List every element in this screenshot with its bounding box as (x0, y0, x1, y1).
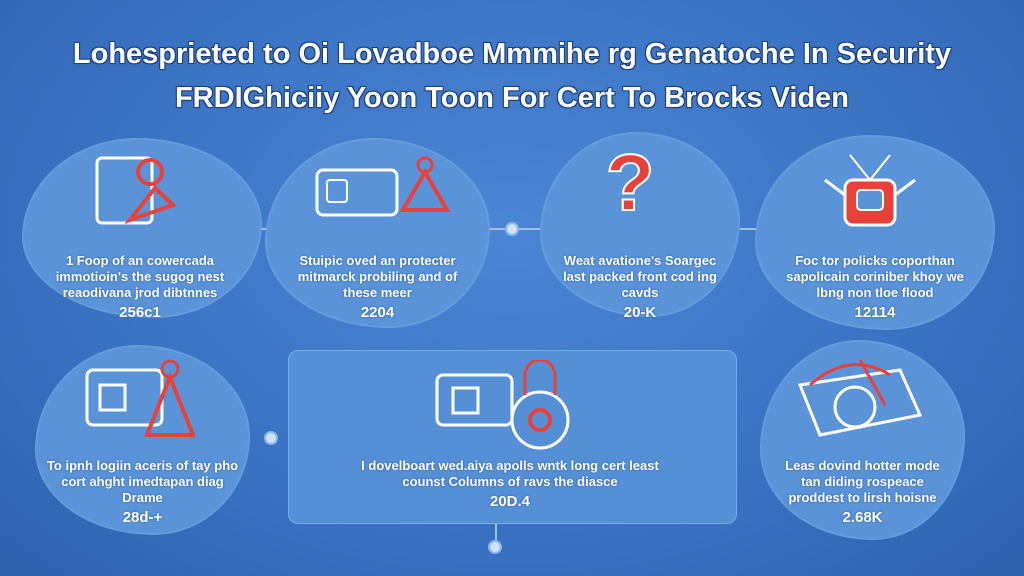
card-4: Foc tor policks coporthan sapolicain cor… (780, 253, 970, 321)
card-7-panel (760, 340, 965, 540)
card-5-value: 28d-+ (122, 509, 163, 526)
card-6-value: 20D.4 (489, 493, 531, 510)
card-3: Weat avatione's Soargec last packed fron… (555, 253, 725, 321)
card-7-value: 2.68K (842, 509, 883, 526)
connector-dot (505, 222, 519, 236)
card-2-value: 2204 (360, 304, 395, 321)
card-5-panel (35, 345, 250, 535)
question-mark-icon: ? (605, 140, 656, 225)
card-1-panel (22, 138, 262, 318)
title-line-1: Lohesprieted to Oi Lovadboe Mmmihe rg Ge… (72, 38, 952, 70)
card-3-panel (540, 132, 740, 317)
card-4-value: 12114 (854, 304, 896, 321)
card-1-value: 256c1 (119, 304, 161, 321)
connector-dot (264, 431, 278, 445)
network-device-icon (797, 359, 923, 437)
connector-dot (488, 540, 502, 554)
robot-icon (824, 154, 916, 227)
card-3-text: Weat avatione's Soargec last packed fron… (563, 253, 717, 300)
card-2-text: Stuipic oved an protecter mitmarck probi… (297, 253, 458, 300)
card-6: I dovelboart wed.aiya apolls wntk long c… (355, 458, 665, 510)
card-4-panel (755, 135, 995, 330)
card-1-text: 1 Foop of an cowercada immotioin's the s… (55, 253, 225, 300)
card-3-value: 20-K (623, 304, 657, 321)
title-line-2: FRDIGhiciiy Yoon Toon For Cert To Brocks… (174, 82, 850, 114)
card-7-text: Leas dovind hotter mode tan diding rospe… (785, 458, 940, 505)
card-1: 1 Foop of an cowercada immotioin's the s… (45, 253, 235, 321)
card-6-panel (288, 350, 737, 524)
cup-lock-icon (85, 359, 196, 437)
svg-text:?: ? (606, 140, 655, 225)
card-7: Leas dovind hotter mode tan diding rospe… (780, 458, 945, 526)
cup-padlock-icon (435, 360, 570, 450)
card-4-text: Foc tor policks coporthan sapolicain cor… (786, 253, 964, 300)
card-5: To ipnh logiin aceris of tay pho cort ah… (45, 458, 240, 526)
padlock-tag-icon (315, 156, 451, 217)
connector-line (495, 522, 497, 552)
person-lock-icon (95, 156, 177, 225)
card-5-text: To ipnh logiin aceris of tay pho cort ah… (46, 458, 239, 505)
card-2: Stuipic oved an protecter mitmarck probi… (285, 253, 470, 321)
card-6-text: I dovelboart wed.aiya apolls wntk long c… (361, 458, 659, 489)
